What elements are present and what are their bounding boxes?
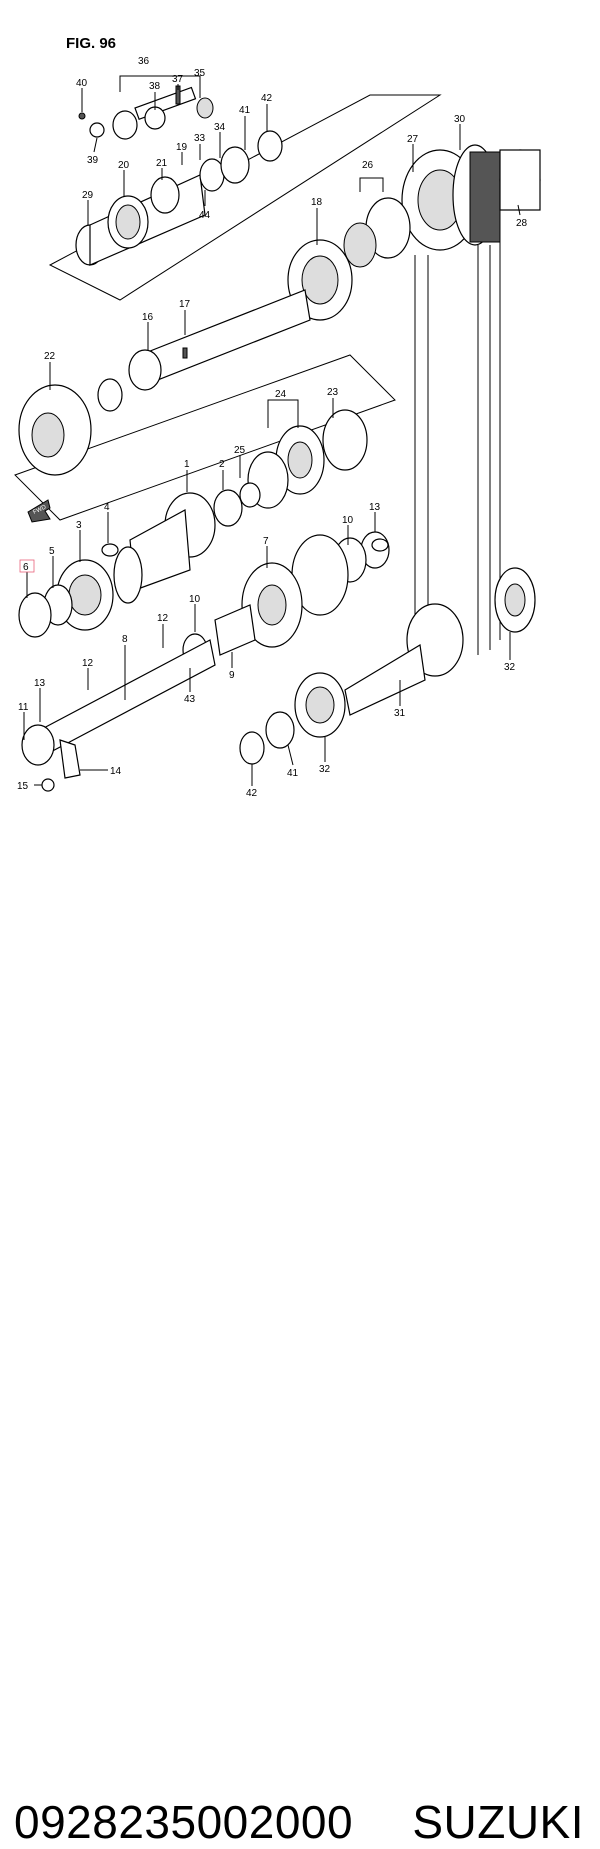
callout-27: 27 bbox=[407, 134, 419, 145]
fwd-label: FWD bbox=[32, 504, 48, 515]
callout-39: 39 bbox=[87, 155, 99, 166]
drive-sprocket-group bbox=[343, 144, 541, 268]
callout-labels: 40 36 37 35 38 41 42 39 20 21 19 33 34 3… bbox=[17, 56, 528, 799]
callout-9: 9 bbox=[229, 670, 235, 681]
callout-34: 34 bbox=[214, 122, 226, 133]
callout-20: 20 bbox=[118, 160, 130, 171]
callout-30: 30 bbox=[454, 114, 466, 125]
highlight-box-6 bbox=[19, 559, 35, 573]
callout-21: 21 bbox=[156, 158, 168, 169]
leader-lines bbox=[23, 75, 521, 786]
callout-28: 28 bbox=[516, 218, 528, 229]
caption-bar: 0928235002000 SUZUKI bbox=[0, 865, 600, 1848]
callout-11: 11 bbox=[18, 702, 29, 713]
callout-19: 19 bbox=[176, 142, 188, 153]
callout-25: 25 bbox=[234, 445, 246, 456]
output-shaft-group bbox=[75, 85, 283, 266]
callout-38: 38 bbox=[149, 81, 161, 92]
callout-12-upper: 12 bbox=[157, 613, 169, 624]
callout-44: 44 bbox=[199, 210, 211, 221]
callout-41: 41 bbox=[239, 105, 251, 116]
brand-name: SUZUKI bbox=[412, 1796, 584, 1848]
callout-43: 43 bbox=[184, 694, 196, 705]
callout-18: 18 bbox=[311, 197, 323, 208]
callout-29: 29 bbox=[82, 190, 94, 201]
callout-7: 7 bbox=[263, 536, 269, 547]
callout-37: 37 bbox=[172, 74, 184, 85]
callout-3: 3 bbox=[76, 520, 82, 531]
callout-10-lower: 10 bbox=[189, 594, 201, 605]
callout-42: 42 bbox=[261, 93, 273, 104]
callout-33: 33 bbox=[194, 133, 206, 144]
callout-40: 40 bbox=[76, 78, 88, 89]
exploded-parts-diagram: FIG. 96 bbox=[0, 0, 600, 865]
callout-14: 14 bbox=[110, 766, 122, 777]
callout-32-right: 32 bbox=[504, 662, 516, 673]
callout-15: 15 bbox=[17, 781, 29, 792]
callout-32-lower: 32 bbox=[319, 764, 331, 775]
chain-drive bbox=[414, 230, 501, 655]
diagram-drawing: FIG. 96 bbox=[14, 35, 541, 799]
callout-10-upper: 10 bbox=[342, 515, 354, 526]
callout-41-lower: 41 bbox=[287, 768, 299, 779]
bearing-group bbox=[18, 538, 389, 638]
callout-13-upper: 13 bbox=[369, 502, 381, 513]
callout-2: 2 bbox=[219, 459, 225, 470]
callout-12-lower: 12 bbox=[82, 658, 94, 669]
figure-title: FIG. 96 bbox=[66, 35, 116, 52]
gear-assembly-group bbox=[129, 409, 368, 591]
callout-8: 8 bbox=[122, 634, 128, 645]
callout-1: 1 bbox=[184, 459, 190, 470]
callout-35: 35 bbox=[194, 68, 206, 79]
callout-16: 16 bbox=[142, 312, 154, 323]
fwd-arrow-icon: FWD bbox=[27, 499, 51, 523]
lower-output-group bbox=[239, 567, 536, 765]
callout-42-lower: 42 bbox=[246, 788, 258, 799]
callout-17: 17 bbox=[179, 299, 191, 310]
reverse-shaft-group bbox=[21, 531, 390, 792]
callout-4: 4 bbox=[104, 502, 110, 513]
callout-22: 22 bbox=[44, 351, 56, 362]
callout-6: 6 bbox=[23, 562, 29, 573]
callout-31: 31 bbox=[394, 708, 406, 719]
part-number: 0928235002000 bbox=[14, 1796, 354, 1848]
callout-26: 26 bbox=[362, 160, 374, 171]
callout-24: 24 bbox=[275, 389, 287, 400]
callout-5: 5 bbox=[49, 546, 55, 557]
callout-13-lower: 13 bbox=[34, 678, 46, 689]
counter-shaft-group bbox=[18, 239, 353, 476]
callout-23: 23 bbox=[327, 387, 339, 398]
callout-36: 36 bbox=[138, 56, 150, 67]
